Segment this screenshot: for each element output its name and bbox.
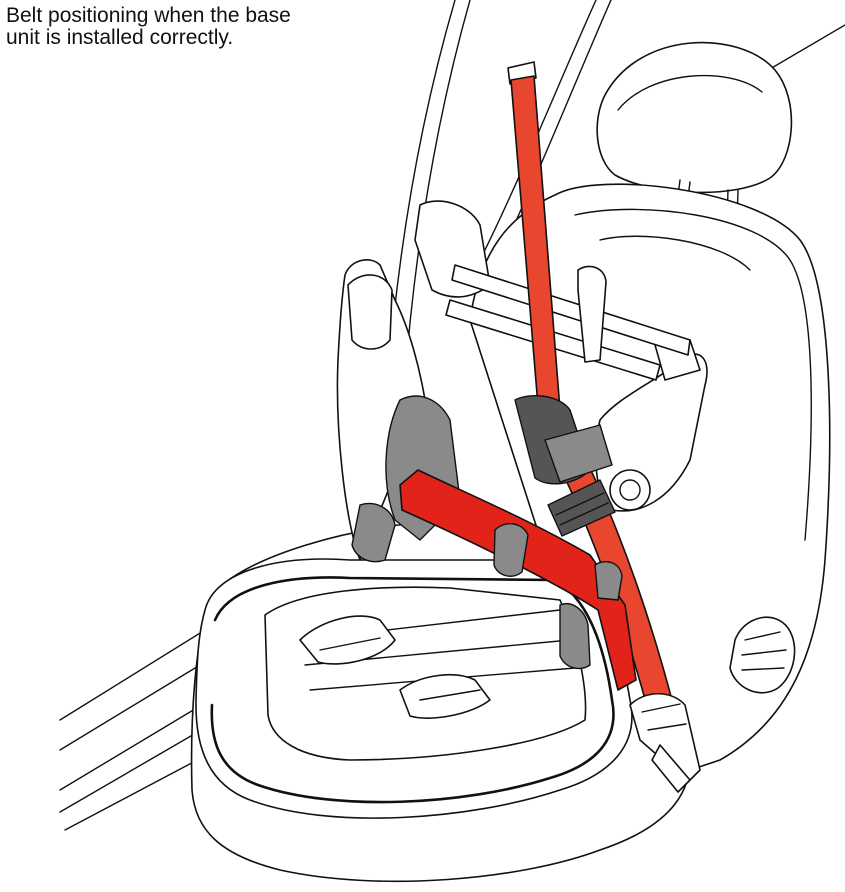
lap-belt-strap — [399, 469, 637, 691]
caption-line-2: unit is installed correctly. — [6, 26, 234, 49]
lap-belt — [399, 469, 637, 691]
recline-knob-icon — [729, 616, 796, 694]
caption-line-1: Belt positioning when the base — [6, 4, 291, 27]
belt-buckle-icon — [629, 693, 701, 793]
caption: Belt positioning when the base unit is i… — [6, 5, 306, 49]
shoulder-belt — [507, 61, 673, 711]
car-seat-headrest-icon — [596, 41, 793, 194]
